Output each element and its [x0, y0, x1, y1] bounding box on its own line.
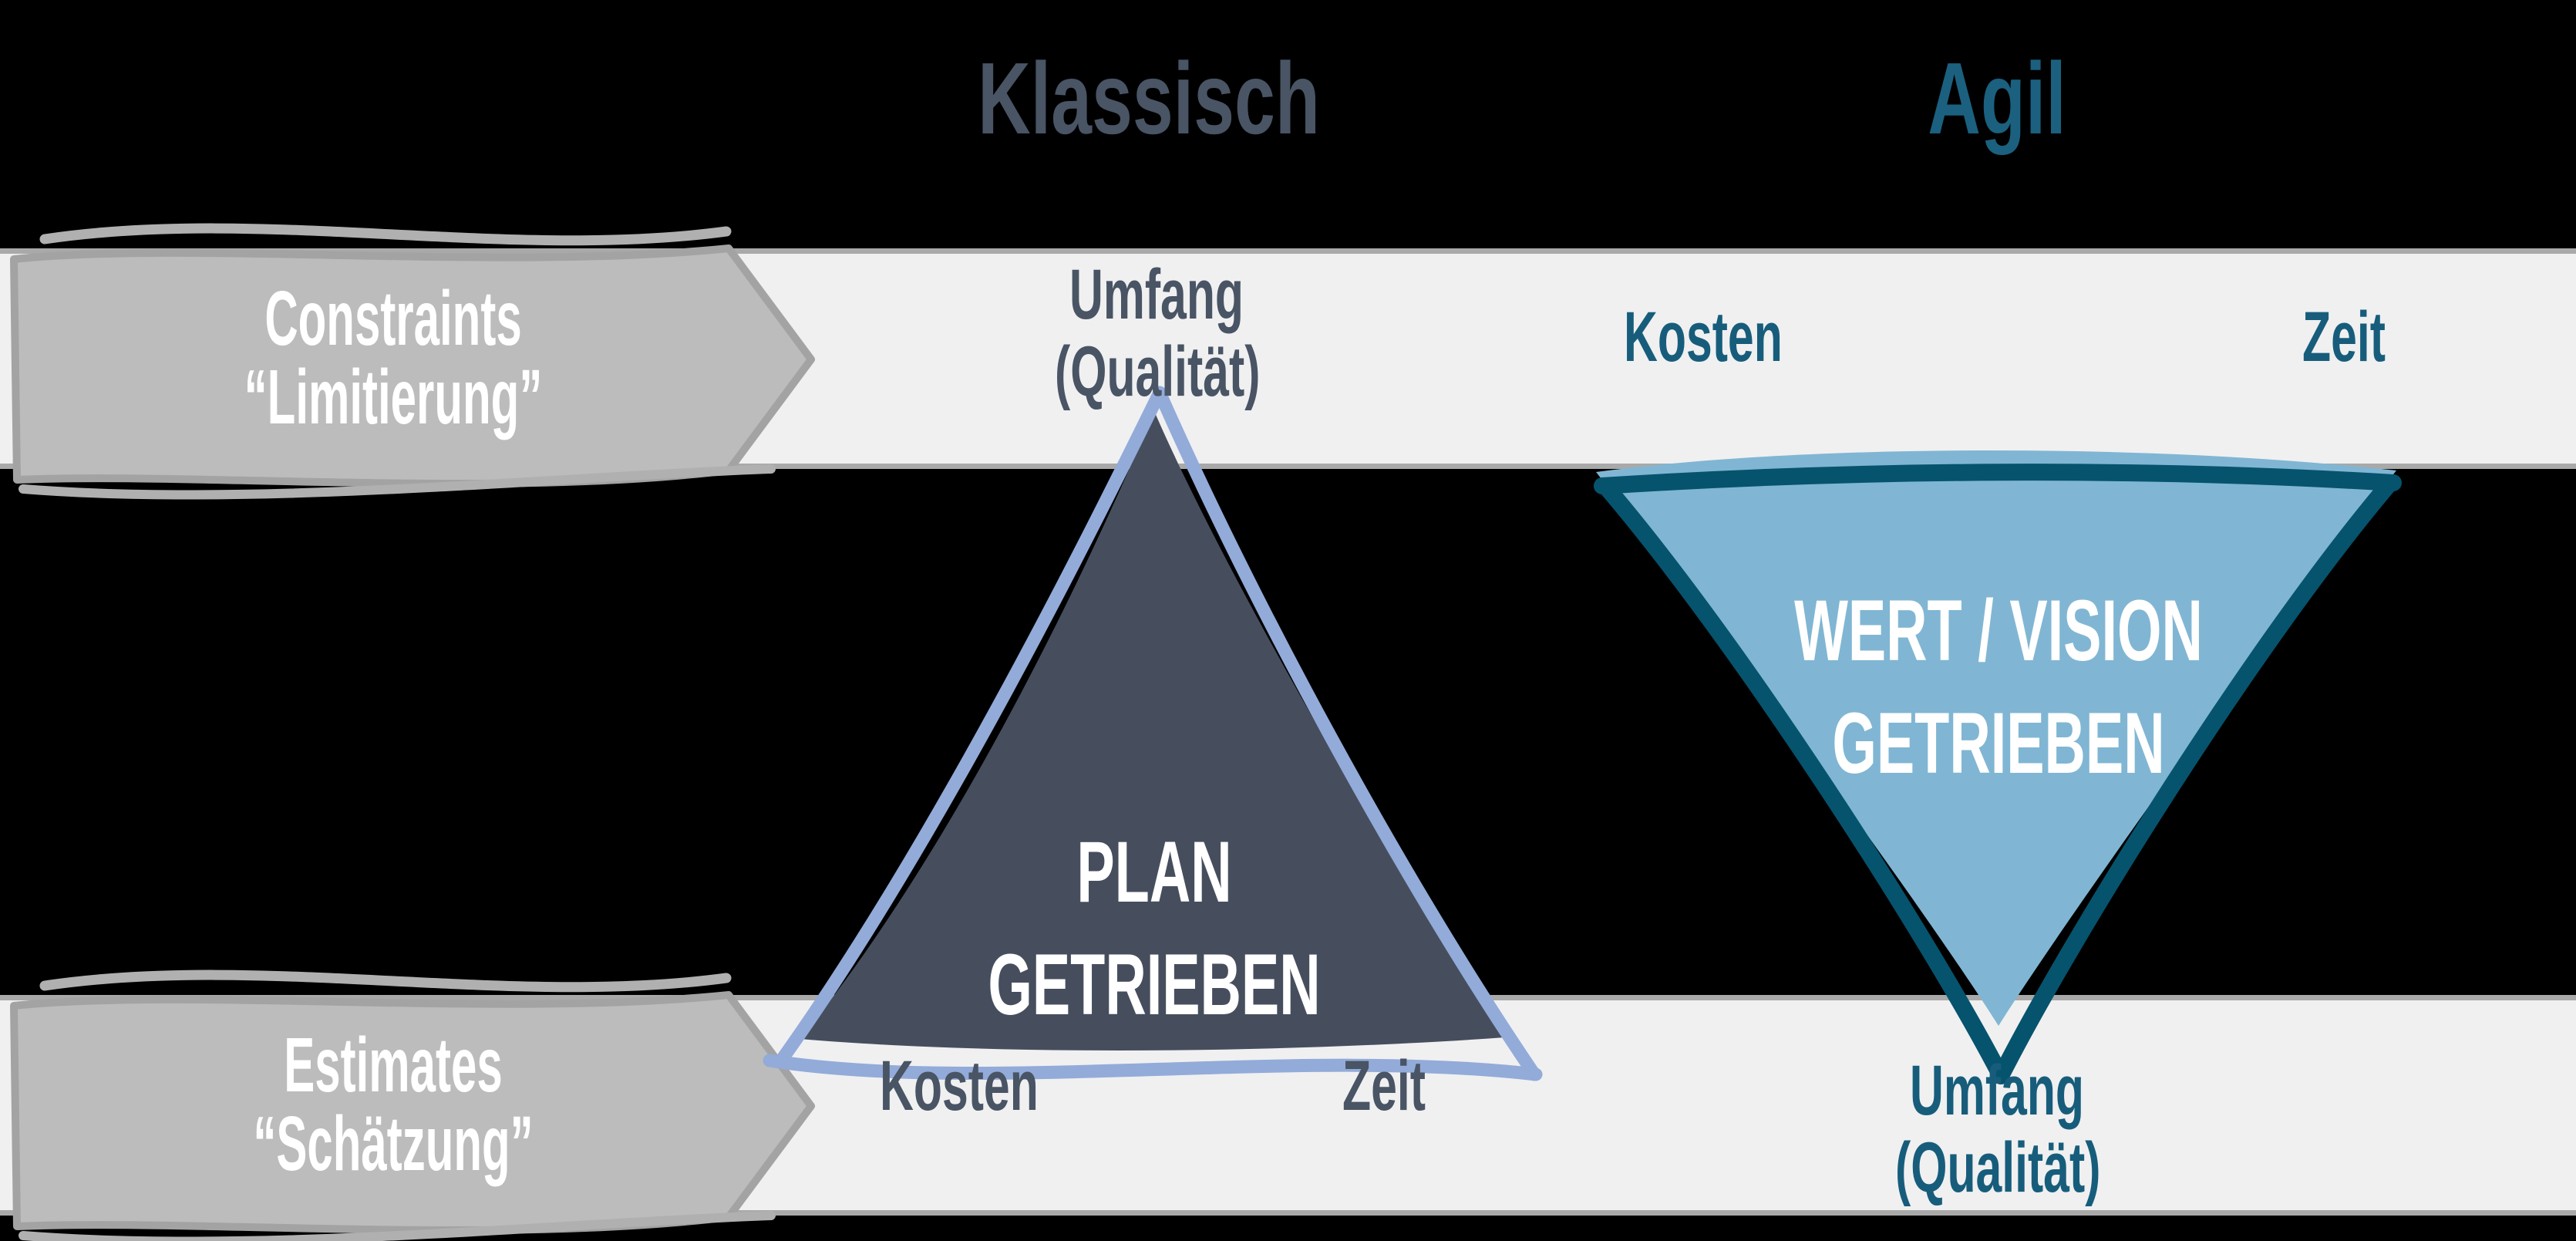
value-line1: WERT / VISION — [1794, 582, 2203, 679]
header-agil: Agil — [1928, 42, 2066, 155]
agile-bottom-label: Umfang (Qualität) — [1895, 1051, 2101, 1207]
estimates-line1: Estimates — [284, 1022, 503, 1108]
classic-top-line1: Umfang — [1069, 255, 1244, 334]
constraints-line1: Constraints — [264, 275, 522, 362]
arrow-sketch-stroke-bottom — [19, 464, 776, 500]
arrow-sketch-stroke-top — [39, 223, 732, 246]
plan-triangle-label: PLAN GETRIEBEN — [982, 816, 1328, 1041]
agile-bottom-line2: (Qualität) — [1895, 1128, 2101, 1207]
value-triangle-label: WERT / VISION GETRIEBEN — [1785, 575, 2212, 800]
header-klassisch: Klassisch — [978, 42, 1320, 155]
plan-triangle-shape — [763, 386, 1543, 1081]
plan-line1: PLAN — [1076, 824, 1232, 920]
plan-triangle-outline-left — [776, 386, 1167, 1064]
classic-top-line2: (Qualität) — [1055, 332, 1261, 411]
value-triangle-fill — [1596, 450, 2396, 1026]
plan-triangle-fill — [800, 411, 1505, 1050]
constraints-arrow-shape — [10, 223, 815, 500]
constraints-arrow-label: Constraints “Limitierung” — [208, 279, 578, 437]
plan-line2: GETRIEBEN — [988, 936, 1321, 1033]
value-line2: GETRIEBEN — [1832, 695, 2165, 791]
constraints-line2: “Limitierung” — [244, 354, 543, 440]
arrow-sketch-stroke-top — [39, 970, 732, 993]
plan-triangle-outline-right — [1153, 386, 1541, 1081]
value-triangle-outline-top — [1594, 464, 2402, 494]
classic-bottom-right-label: Zeit — [1342, 1047, 1426, 1125]
classic-bottom-left-label: Kosten — [880, 1047, 1039, 1125]
estimates-arrow-shape — [10, 970, 815, 1241]
value-triangle-outline-left — [1597, 477, 2009, 1084]
estimates-line2: “Schätzung” — [253, 1101, 534, 1187]
agile-top-left-label: Kosten — [1624, 298, 1783, 376]
arrow-body — [10, 244, 815, 487]
plan-triangle-outline-bottom — [763, 1054, 1543, 1081]
agile-top-right-label: Zeit — [2302, 298, 2386, 376]
value-triangle-shape — [1594, 450, 2402, 1084]
value-triangle-outline-right — [1992, 474, 2399, 1084]
arrow-body — [10, 991, 815, 1234]
agile-bottom-line1: Umfang — [1909, 1051, 2085, 1130]
classic-top-label: Umfang (Qualität) — [1055, 255, 1261, 411]
estimates-arrow-label: Estimates “Schätzung” — [208, 1026, 578, 1183]
